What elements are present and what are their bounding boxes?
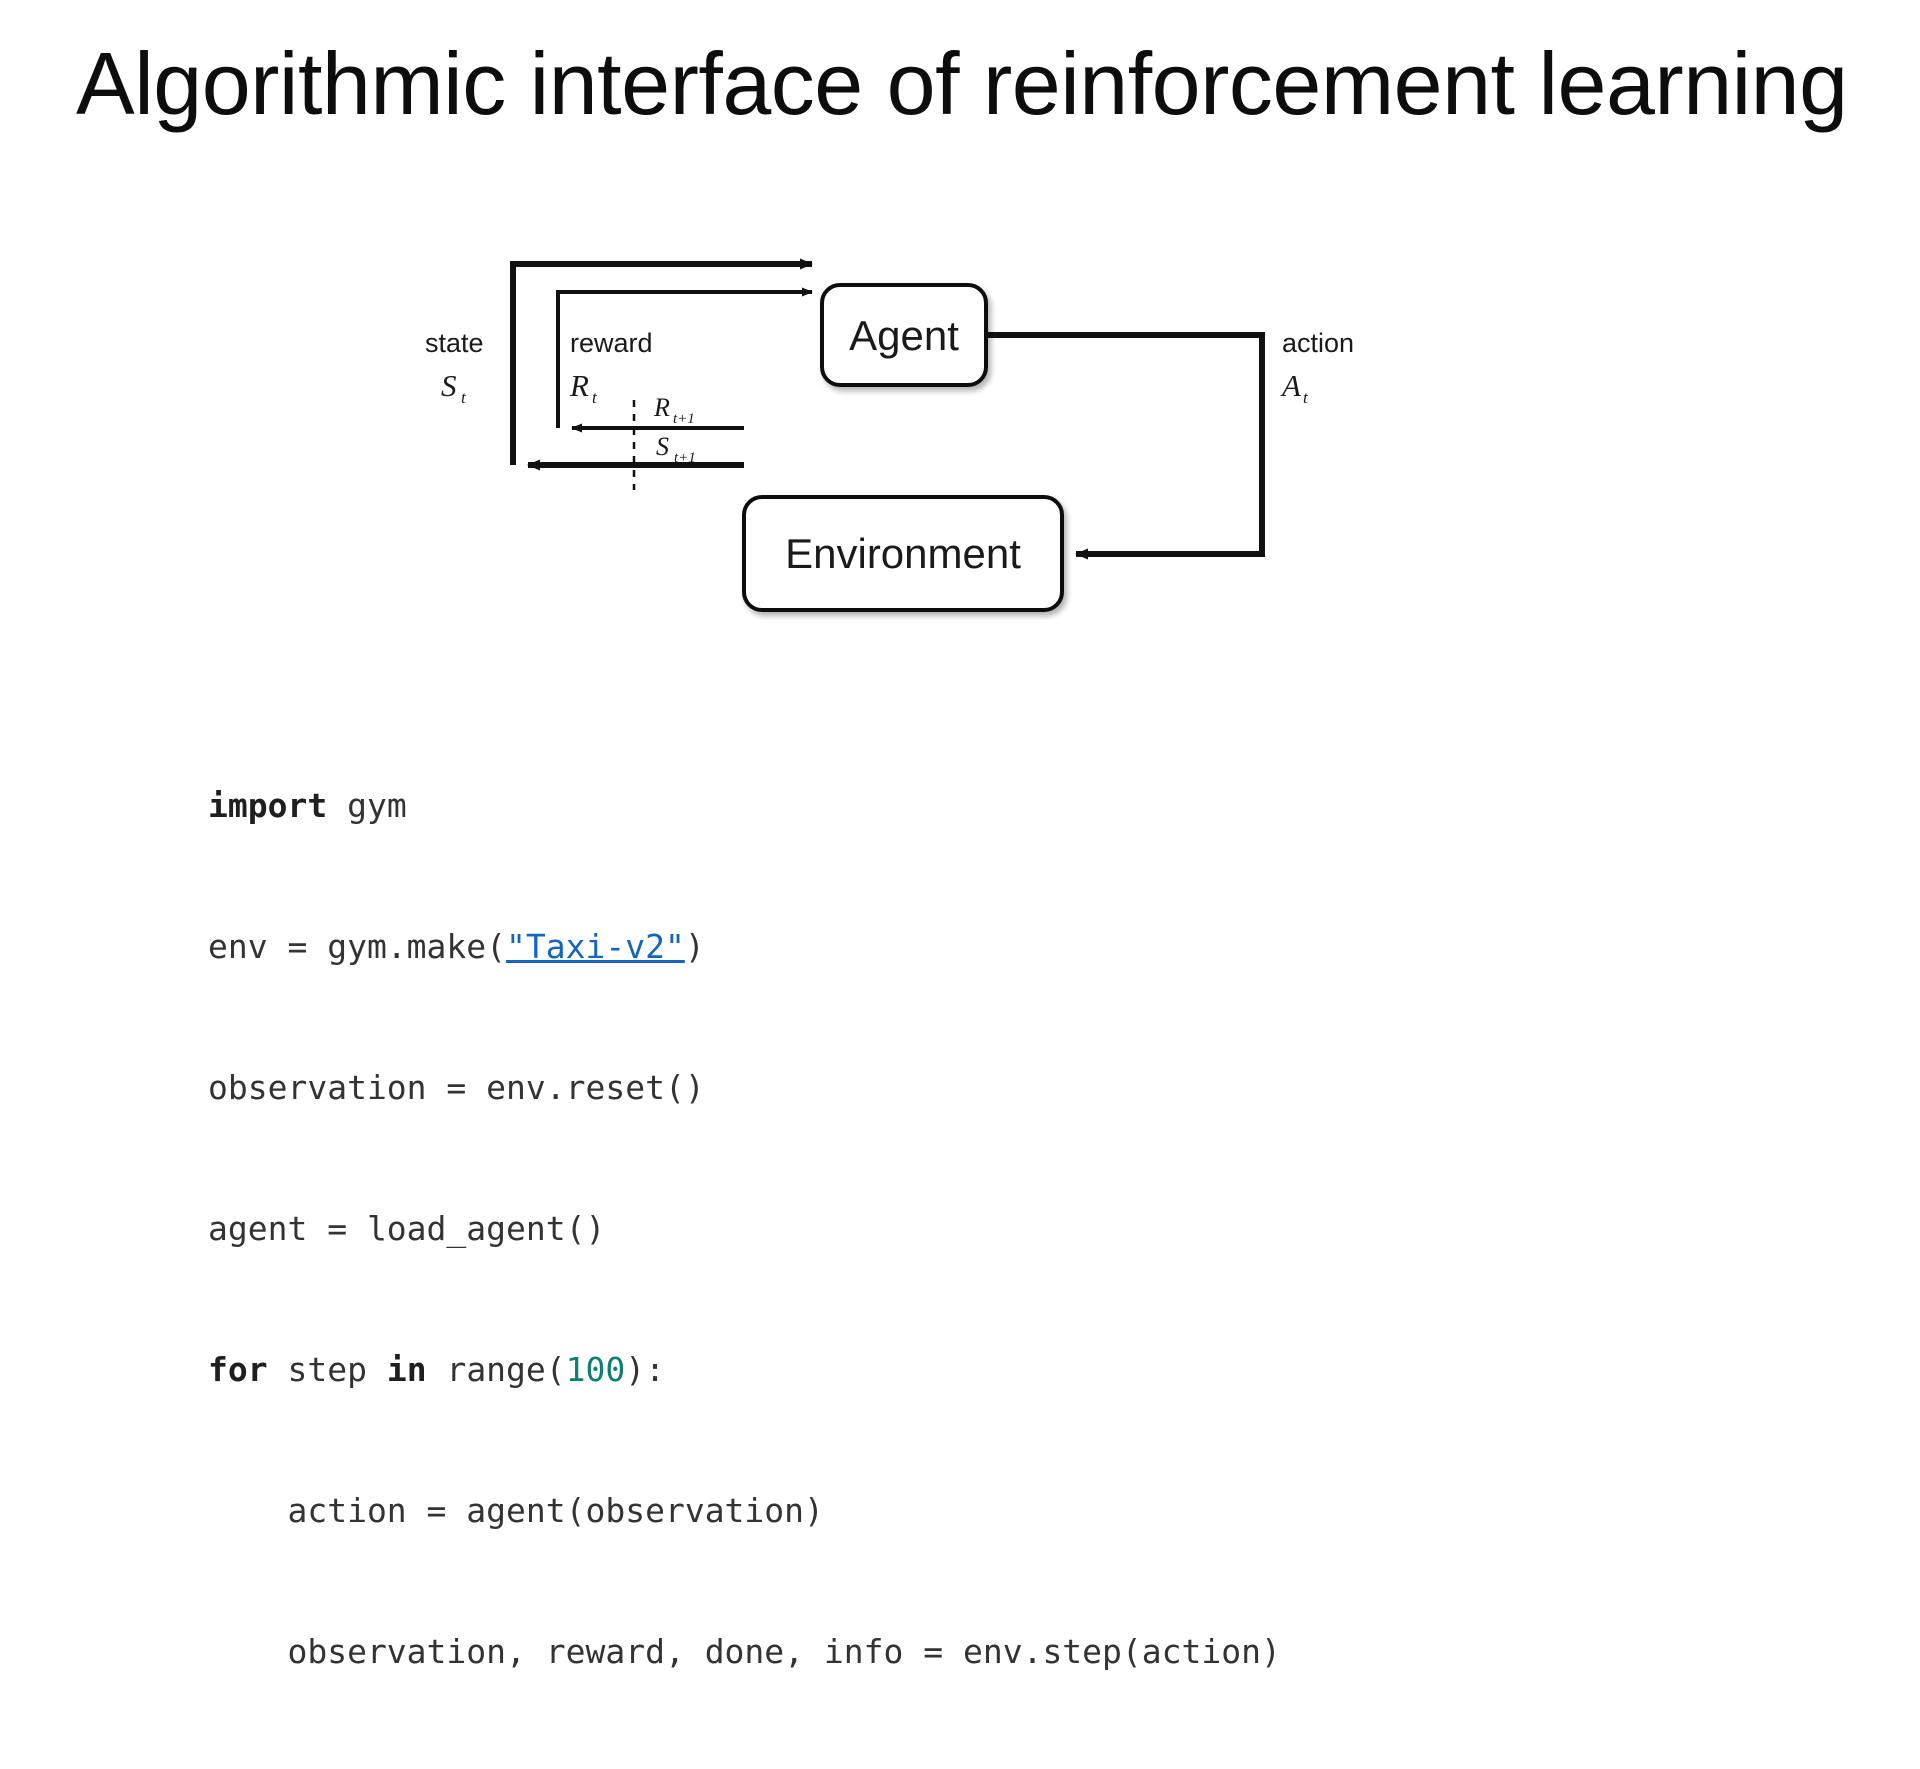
reward-symbol-subscript: t (592, 388, 598, 407)
state-edge (510, 258, 813, 465)
code-token: ) (684, 927, 705, 966)
rl-loop-diagram-svg: Agent Environment (425, 258, 1354, 612)
action-symbol-subscript: t (1303, 388, 1309, 407)
reward-label: reward (570, 328, 653, 358)
agent-node: Agent (820, 283, 988, 387)
code-token: 100 (565, 1350, 626, 1389)
code-token: observation = env.reset() (208, 1068, 705, 1107)
state-label-group: state S t (425, 328, 484, 407)
code-token: range( (426, 1350, 566, 1389)
state-symbol-subscript: t (461, 388, 467, 407)
code-line: agent = load_agent() (208, 1205, 1281, 1252)
reward-edge (556, 287, 813, 428)
action-symbol: A (1280, 368, 1302, 403)
code-line: env = gym.make("Taxi-v2") (208, 923, 1281, 970)
action-edge (986, 332, 1265, 560)
page-title: Algorithmic interface of reinforcement l… (76, 34, 1848, 133)
environment-box (742, 495, 1064, 612)
code-token: in (386, 1350, 427, 1389)
code-token: for (208, 1350, 268, 1389)
action-edge-path (986, 332, 1265, 560)
next-reward-label-group: R t+1 (653, 393, 695, 427)
code-token: ): (625, 1350, 666, 1389)
code-line: import gym (208, 782, 1281, 829)
code-line: for step in range(100): (208, 1346, 1281, 1393)
action-label: action (1282, 328, 1354, 358)
code-token: observation, reward, done, info = env.st… (208, 1632, 1281, 1671)
next-reward-subscript: t+1 (673, 411, 695, 427)
state-symbol: S (441, 368, 457, 403)
environment-node: Environment (742, 495, 1064, 612)
code-token: import (208, 786, 328, 825)
code-token: env = gym.make( (208, 927, 507, 966)
code-token: step (267, 1350, 387, 1389)
next-state-symbol: S (656, 432, 669, 461)
code-link[interactable]: "Taxi-v2" (506, 927, 685, 966)
code-token: agent = load_agent() (208, 1209, 606, 1248)
code-block: import gym env = gym.make("Taxi-v2") obs… (208, 688, 1281, 1769)
state-edge-path (510, 258, 813, 465)
reward-symbol: R (569, 368, 589, 403)
rl-loop-diagram: Agent Environment (0, 200, 1920, 620)
slide-canvas: Algorithmic interface of reinforcement l… (0, 34, 1920, 1671)
reward-edge-path (556, 287, 813, 428)
code-line: action = agent(observation) (208, 1487, 1281, 1534)
agent-label: Agent (849, 312, 959, 359)
code-token: gym (327, 786, 407, 825)
code-line: observation = env.reset() (208, 1064, 1281, 1111)
next-reward-symbol: R (653, 393, 670, 422)
code-token: action = agent(observation) (208, 1491, 824, 1530)
next-state-subscript: t+1 (674, 450, 696, 466)
next-state-label-group: S t+1 (656, 432, 696, 466)
state-label: state (425, 328, 484, 358)
environment-label: Environment (785, 530, 1021, 577)
code-line: observation, reward, done, info = env.st… (208, 1628, 1281, 1675)
action-label-group: action A t (1280, 328, 1354, 407)
reward-label-group: reward R t (569, 328, 653, 407)
